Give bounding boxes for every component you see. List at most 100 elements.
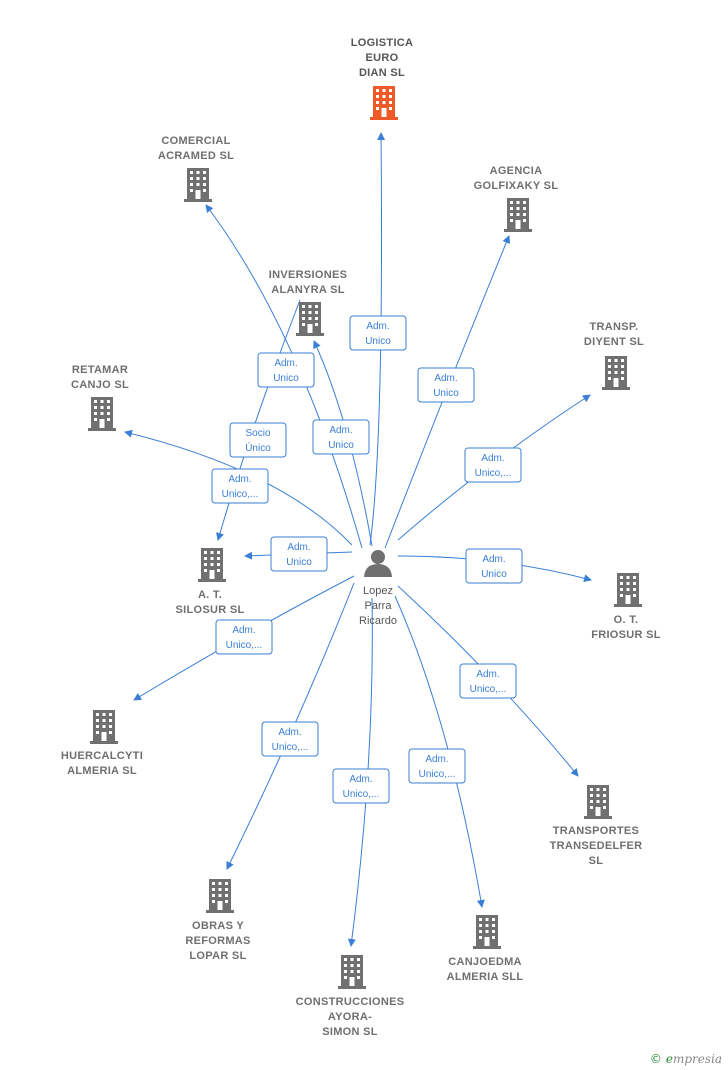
relation-label-construcciones[interactable]: Adm.Unico,... <box>332 768 390 804</box>
relation-text: Adm. <box>434 373 457 384</box>
relation-text: Adm. <box>274 358 297 369</box>
relation-box <box>417 367 475 403</box>
company-node-canjoedma[interactable]: CANJOEDMA ALMERIA SLL <box>447 915 524 983</box>
building-icon[interactable] <box>584 785 612 819</box>
building-icon[interactable] <box>184 168 212 202</box>
relation-text: Adm. <box>329 425 352 436</box>
relation-box <box>261 721 319 757</box>
brand-initial: e <box>665 1052 673 1066</box>
relation-text: Adm. <box>232 625 255 636</box>
company-name-line[interactable]: ALMERIA SL <box>67 765 137 777</box>
company-node-construcciones[interactable]: CONSTRUCCIONES AYORA- SIMON SL <box>296 955 405 1038</box>
building-icon[interactable] <box>90 710 118 744</box>
relation-text: Unico <box>286 557 312 568</box>
company-name-line[interactable]: FRIOSUR SL <box>591 629 661 641</box>
company-node-huercalcyti[interactable]: HUERCALCYTI ALMERIA SL <box>61 710 143 777</box>
building-icon[interactable] <box>338 955 366 989</box>
company-name-line[interactable]: DIYENT SL <box>584 336 644 348</box>
company-node-logistica[interactable]: LOGISTICA EURO DIAN SL <box>351 37 414 120</box>
relation-label-logistica[interactable]: Adm.Unico <box>349 315 407 351</box>
relation-label-obras[interactable]: Adm.Unico,... <box>261 721 319 757</box>
person-name-line[interactable]: Ricardo <box>359 615 397 627</box>
company-name-line[interactable]: O. T. <box>614 614 639 626</box>
relation-label-friosur[interactable]: Adm.Unico <box>465 548 523 584</box>
person-name-line[interactable]: Parra <box>365 600 393 612</box>
company-name-line[interactable]: CANJO SL <box>71 379 129 391</box>
relation-box <box>215 619 273 655</box>
company-name-line[interactable]: TRANSP. <box>590 321 639 333</box>
relation-label-agencia[interactable]: Adm.Unico <box>417 367 475 403</box>
building-icon[interactable] <box>473 915 501 949</box>
company-name-line[interactable]: LOGISTICA <box>351 37 414 49</box>
company-name-line[interactable]: AYORA- <box>328 1011 372 1023</box>
company-name-line[interactable]: ALMERIA SLL <box>447 971 524 983</box>
relation-text: Único <box>245 441 271 454</box>
company-name-line[interactable]: SILOSUR SL <box>175 604 244 616</box>
relation-text: Adm. <box>349 774 372 785</box>
relation-box <box>464 447 522 483</box>
relation-text: Unico,... <box>226 640 263 651</box>
relation-label-silosur[interactable]: Adm. Unico <box>270 536 328 572</box>
company-node-silosur[interactable]: A. T. SILOSUR SL <box>175 548 244 616</box>
relation-text: Unico,... <box>419 769 456 780</box>
company-name-line[interactable]: EURO <box>366 52 399 64</box>
person-icon[interactable] <box>364 550 392 577</box>
relation-box <box>332 768 390 804</box>
company-node-agencia[interactable]: AGENCIA GOLFIXAKY SL <box>474 165 559 232</box>
building-icon[interactable] <box>504 198 532 232</box>
company-name-line[interactable]: CANJOEDMA <box>448 956 522 968</box>
company-node-transportes[interactable]: TRANSPORTES TRANSEDELFER SL <box>550 785 643 867</box>
company-name-line[interactable]: SL <box>589 855 604 867</box>
building-icon[interactable] <box>198 548 226 582</box>
building-icon[interactable] <box>614 573 642 607</box>
relation-label-inversiones[interactable]: Adm.Unico <box>312 419 370 455</box>
relation-text: Adm. <box>481 453 504 464</box>
person-name-line[interactable]: Lopez <box>363 585 393 597</box>
relation-label-transportes[interactable]: Adm.Unico,... <box>459 663 517 699</box>
company-name-line[interactable]: AGENCIA <box>490 165 543 177</box>
relation-box <box>349 315 407 351</box>
company-name-line[interactable]: RETAMAR <box>72 364 128 376</box>
relation-text: Adm. <box>228 474 251 485</box>
building-icon[interactable] <box>88 397 116 431</box>
company-name-line[interactable]: ALANYRA SL <box>271 284 344 296</box>
relation-text: Adm. <box>278 727 301 738</box>
relation-label-huercalcyti[interactable]: Adm. Unico,... <box>215 619 273 655</box>
company-name-line[interactable]: LOPAR SL <box>189 950 246 962</box>
relation-label-retamar[interactable]: Adm.Unico,... <box>211 468 269 504</box>
relation-label-comercial[interactable]: Adm.Unico <box>257 352 315 388</box>
company-name-line[interactable]: INVERSIONES <box>269 269 348 281</box>
company-node-friosur[interactable]: O. T. FRIOSUR SL <box>591 573 661 641</box>
relation-box <box>408 748 466 784</box>
company-name-line[interactable]: OBRAS Y <box>192 920 244 932</box>
company-name-line[interactable]: GOLFIXAKY SL <box>474 180 559 192</box>
company-name-line[interactable]: ACRAMED SL <box>158 150 234 162</box>
company-node-inversiones[interactable]: INVERSIONES ALANYRA SL <box>269 269 348 336</box>
relation-text: Adm. <box>287 542 310 553</box>
relation-text: Adm. <box>476 669 499 680</box>
company-node-transp[interactable]: TRANSP. DIYENT SL <box>584 321 644 390</box>
company-node-retamar[interactable]: RETAMAR CANJO SL <box>71 364 129 431</box>
empresia-brand[interactable]: ©empresia <box>650 1052 722 1066</box>
company-name-line[interactable]: REFORMAS <box>185 935 250 947</box>
company-name-line[interactable]: HUERCALCYTI <box>61 750 143 762</box>
building-icon[interactable] <box>370 86 398 120</box>
company-node-comercial[interactable]: COMERCIAL ACRAMED SL <box>158 135 234 202</box>
company-name-line[interactable]: CONSTRUCCIONES <box>296 996 405 1008</box>
company-name-line[interactable]: TRANSEDELFER <box>550 840 643 852</box>
company-name-line[interactable]: A. T. <box>198 589 222 601</box>
relation-text: Adm. <box>482 554 505 565</box>
building-icon[interactable] <box>602 356 630 390</box>
company-name-line[interactable]: COMERCIAL <box>161 135 230 147</box>
company-name-line[interactable]: TRANSPORTES <box>553 825 639 837</box>
company-name-line[interactable]: SIMON SL <box>322 1026 378 1038</box>
relation-label-canjoedma[interactable]: Adm.Unico,... <box>408 748 466 784</box>
building-icon[interactable] <box>296 302 324 336</box>
relation-label-transp[interactable]: Adm.Unico,... <box>464 447 522 483</box>
building-icon[interactable] <box>206 879 234 913</box>
company-name-line[interactable]: DIAN SL <box>359 67 405 79</box>
company-node-obras[interactable]: OBRAS Y REFORMAS LOPAR SL <box>185 879 250 962</box>
